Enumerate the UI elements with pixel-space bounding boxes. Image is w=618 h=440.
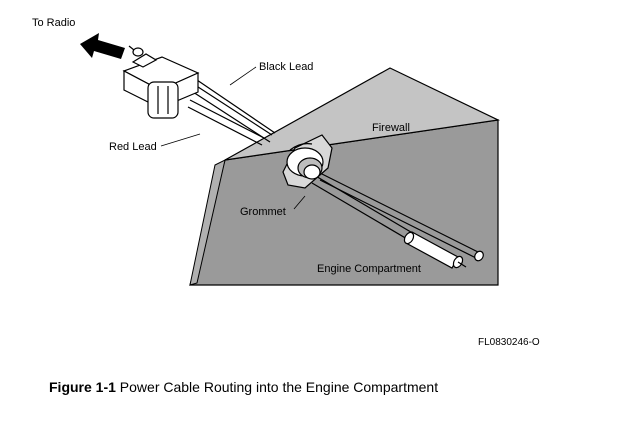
leader-lines [160,66,306,210]
figure-code: FL0830246-O [478,337,540,348]
to-radio-arrow [80,33,125,59]
firewall-panel [189,67,501,286]
connector [122,45,200,119]
label-to-radio: To Radio [32,17,75,29]
label-grommet: Grommet [240,206,286,218]
label-black-lead: Black Lead [259,61,313,73]
label-red-lead: Red Lead [109,141,157,153]
cable-end [474,250,484,262]
fuse-holder [403,231,467,269]
figure-caption-text: Power Cable Routing into the Engine Comp… [119,379,439,395]
figure-number: Figure 1-1 [49,379,116,395]
figure-caption: Figure 1-1 Power Cable Routing into the … [49,379,438,395]
label-firewall: Firewall [372,122,410,134]
cables-outside [187,79,276,146]
grommet [282,134,333,189]
label-engine-compartment: Engine Compartment [317,263,421,275]
